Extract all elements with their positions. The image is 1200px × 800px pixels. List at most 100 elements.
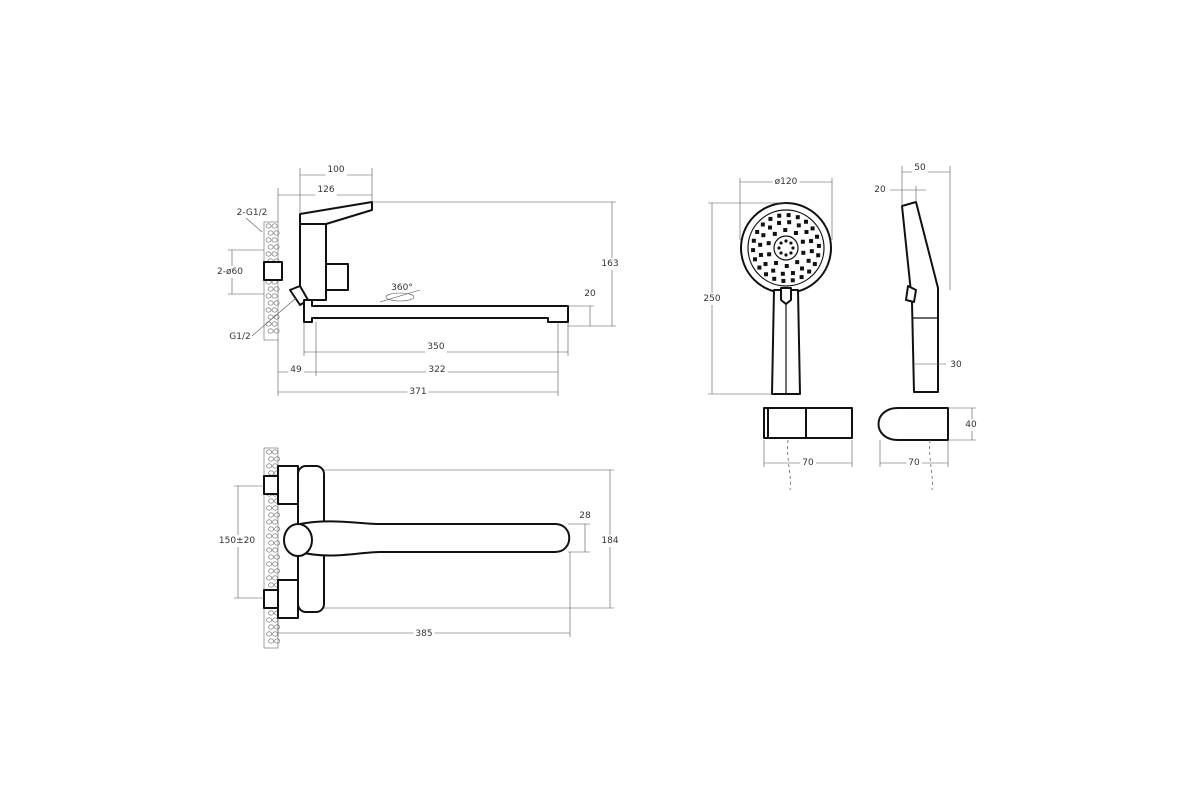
nozzle	[795, 215, 800, 220]
wall-stone	[272, 463, 279, 469]
nozzle	[774, 260, 779, 265]
nozzle	[796, 223, 801, 228]
center-nozzle	[784, 239, 788, 243]
wall-stone	[268, 498, 275, 504]
wall-top	[263, 447, 279, 649]
nozzle	[767, 225, 772, 230]
wall-stone	[271, 293, 278, 299]
shower-nozzles	[751, 213, 821, 283]
wall-stone	[272, 561, 279, 567]
nozzle	[757, 265, 762, 270]
wall-stone	[274, 624, 281, 630]
label-backdrop	[963, 419, 979, 431]
nozzle	[752, 257, 757, 262]
dim-49: 49	[290, 365, 302, 375]
nozzle	[809, 249, 814, 254]
wall-stone	[272, 575, 279, 581]
wall-stone	[268, 568, 275, 574]
dim-100: 100	[327, 165, 344, 175]
nozzle	[755, 229, 760, 234]
holder-side	[877, 407, 949, 441]
wall-stone	[265, 237, 272, 243]
dim-184: 184	[601, 536, 618, 546]
shower-front-view: ø120 250 70	[701, 176, 853, 491]
wall-stone	[274, 554, 281, 560]
wall-stone	[274, 568, 281, 574]
dim-70-front: 70	[802, 458, 814, 468]
label-backdrop	[426, 364, 448, 376]
dim-70-side: 70	[908, 458, 920, 468]
wall-stone	[272, 617, 279, 623]
wall-stone	[274, 526, 281, 532]
dim-126: 126	[317, 185, 334, 195]
top-view: 150±20 28 184 385	[216, 447, 621, 649]
wall-stone	[266, 519, 273, 525]
wall-stone	[267, 328, 274, 334]
label-backdrop	[912, 162, 928, 174]
wall-stone	[271, 237, 278, 243]
wall-stone	[274, 456, 281, 462]
dim-28: 28	[579, 511, 591, 521]
dim-diam: 2-ø60	[217, 267, 243, 277]
nozzle	[766, 241, 771, 246]
nut-lower	[277, 579, 299, 619]
nozzle	[758, 252, 763, 257]
label-backdrop	[800, 457, 816, 469]
label-backdrop	[701, 293, 723, 305]
wall-stone	[266, 575, 273, 581]
nozzle	[771, 268, 776, 273]
nozzle	[810, 226, 815, 231]
label-backdrop	[227, 331, 253, 343]
wall-stone	[265, 321, 272, 327]
shower-center-ring	[773, 235, 799, 261]
wall-stone	[271, 321, 278, 327]
nozzle	[790, 278, 795, 283]
wall-stone	[272, 547, 279, 553]
wall-stone	[268, 610, 275, 616]
nozzle	[801, 250, 806, 255]
label-backdrop	[599, 258, 621, 270]
center-nozzle	[779, 241, 783, 245]
dim-g12: G1/2	[229, 332, 250, 342]
wall-stone	[266, 449, 273, 455]
nozzle	[780, 271, 785, 276]
eccentric-connector	[263, 261, 283, 281]
wall-stone	[265, 307, 272, 313]
wall-stone	[266, 463, 273, 469]
wall-stone	[267, 230, 274, 236]
nozzle	[806, 258, 811, 263]
nozzle	[800, 239, 805, 244]
nozzle	[804, 229, 809, 234]
handle-button	[780, 287, 792, 305]
wall-stone	[266, 547, 273, 553]
nozzle	[764, 272, 769, 277]
center-nozzle	[789, 241, 793, 245]
nozzle	[803, 219, 808, 224]
wall-stone	[267, 244, 274, 250]
wall-stone	[272, 519, 279, 525]
wall-stone	[268, 638, 275, 644]
nozzle	[772, 231, 777, 236]
nozzle	[787, 220, 792, 225]
wall-stone	[266, 617, 273, 623]
lever-handle	[299, 201, 373, 225]
label-backdrop	[389, 282, 415, 294]
wall-stone	[268, 526, 275, 532]
dim-350: 350	[427, 342, 444, 352]
nozzle	[772, 276, 777, 281]
dim-40: 40	[965, 420, 977, 430]
dim-163: 163	[601, 259, 618, 269]
wall-stone	[271, 223, 278, 229]
dim-385: 385	[415, 629, 432, 639]
wall-stone	[268, 582, 275, 588]
nozzle	[786, 213, 791, 218]
dim-20-side: 20	[874, 185, 886, 195]
label-backdrop	[413, 628, 435, 640]
side-button	[905, 285, 917, 303]
center-nozzle	[784, 253, 788, 257]
wall-stone	[267, 286, 274, 292]
wall-stone	[265, 251, 272, 257]
wall-stone	[273, 230, 280, 236]
label-backdrop	[599, 535, 621, 547]
